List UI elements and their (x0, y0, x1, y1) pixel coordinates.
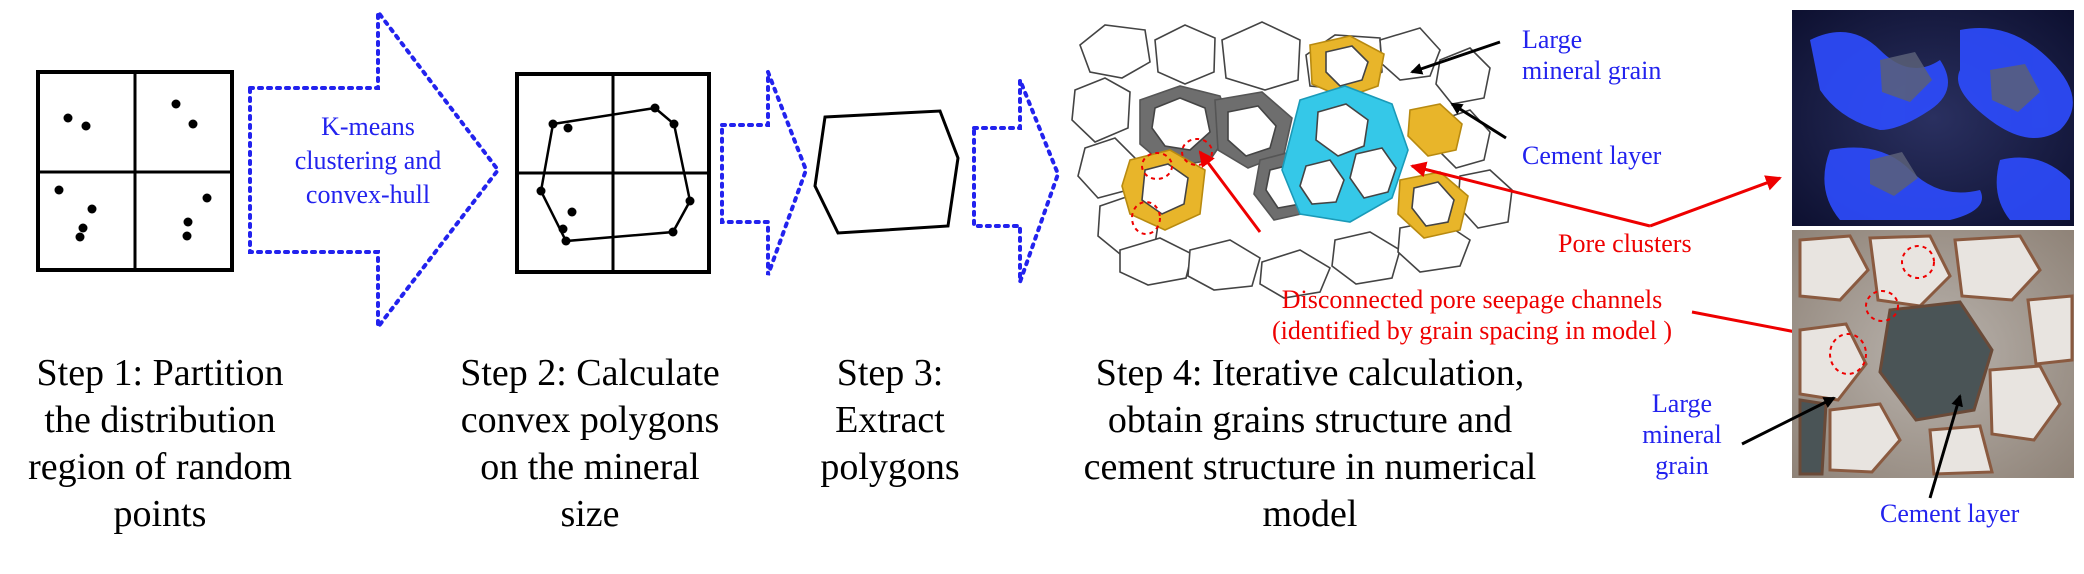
step2-caption: Step 2: Calculate convex polygons on the… (420, 350, 760, 538)
thin-section-photo-top (1792, 10, 2074, 226)
arrow-pore-clusters-photo (1649, 175, 1782, 228)
caption-line: convex polygons (460, 399, 720, 441)
label-line: Large (1651, 389, 1713, 418)
caption-line: points (113, 493, 207, 535)
step1-partition-grid (36, 70, 234, 272)
label-line: Disconnected pore seepage channels (1281, 285, 1663, 314)
arrow-label-line: clustering and (294, 146, 442, 175)
caption-line: Step 4: Iterative calculation, (1095, 352, 1525, 394)
label-cement-layer-model: Cement layer (1522, 141, 1662, 170)
caption-line: the distribution (44, 399, 276, 441)
caption-line: Extract (835, 399, 945, 441)
step1-caption: Step 1: Partition the distribution regio… (0, 350, 320, 538)
arrow-label-line: K-means (321, 112, 415, 141)
disconnected-channel-markers-photo (1829, 245, 1935, 375)
caption-line: region of random (28, 446, 292, 488)
step2-convex-polygon-grid (515, 72, 711, 274)
thin-section-photo-bottom (1792, 230, 2074, 478)
caption-line: size (560, 493, 620, 535)
arrow-pore-clusters-model (1410, 161, 1651, 228)
arrow-large-grain-model (1410, 40, 1501, 75)
arrow-label: K-means clustering and convex-hull (268, 110, 468, 212)
label-line: mineral (1642, 420, 1722, 449)
process-arrow-1 (248, 6, 501, 333)
arrow-disconnected-model (1198, 150, 1262, 233)
step4-caption: Step 4: Iterative calculation, obtain gr… (1030, 350, 1590, 538)
caption-line: polygons (820, 446, 960, 488)
label-line: grain (1655, 451, 1709, 480)
process-arrow-2 (720, 71, 809, 276)
caption-line: cement structure in numerical (1083, 446, 1537, 488)
label-disconnected-channels: Disconnected pore seepage channels (iden… (1212, 284, 1732, 346)
caption-line: Step 2: Calculate (460, 352, 720, 394)
arrow-cement-layer-model (1450, 102, 1507, 140)
caption-line: Step 1: Partition (36, 352, 284, 394)
caption-line: model (1262, 493, 1358, 535)
label-line: Large (1522, 25, 1583, 54)
step3-caption: Step 3: Extract polygons (790, 350, 990, 491)
label-pore-clusters: Pore clusters (1558, 229, 1692, 258)
arrow-cement-layer-photo (1928, 394, 1963, 499)
label-large-grain-model: Large mineral grain (1522, 24, 1661, 86)
label-cement-layer-photo: Cement layer (1880, 499, 2020, 528)
grain-structure-model (1071, 21, 1513, 299)
caption-line: on the mineral (480, 446, 700, 488)
extracted-polygon (813, 109, 960, 235)
caption-line: obtain grains structure and (1107, 399, 1513, 441)
label-large-grain-photo: Large mineral grain (1634, 388, 1730, 481)
label-line: mineral grain (1522, 56, 1662, 85)
random-points (54, 99, 212, 242)
arrow-large-grain-photo (1741, 396, 1836, 446)
process-arrow-3 (972, 79, 1061, 283)
caption-line: Step 3: (836, 352, 944, 394)
label-line: (identified by grain spacing in model ) (1271, 316, 1672, 345)
arrow-label-line: convex-hull (305, 180, 431, 209)
